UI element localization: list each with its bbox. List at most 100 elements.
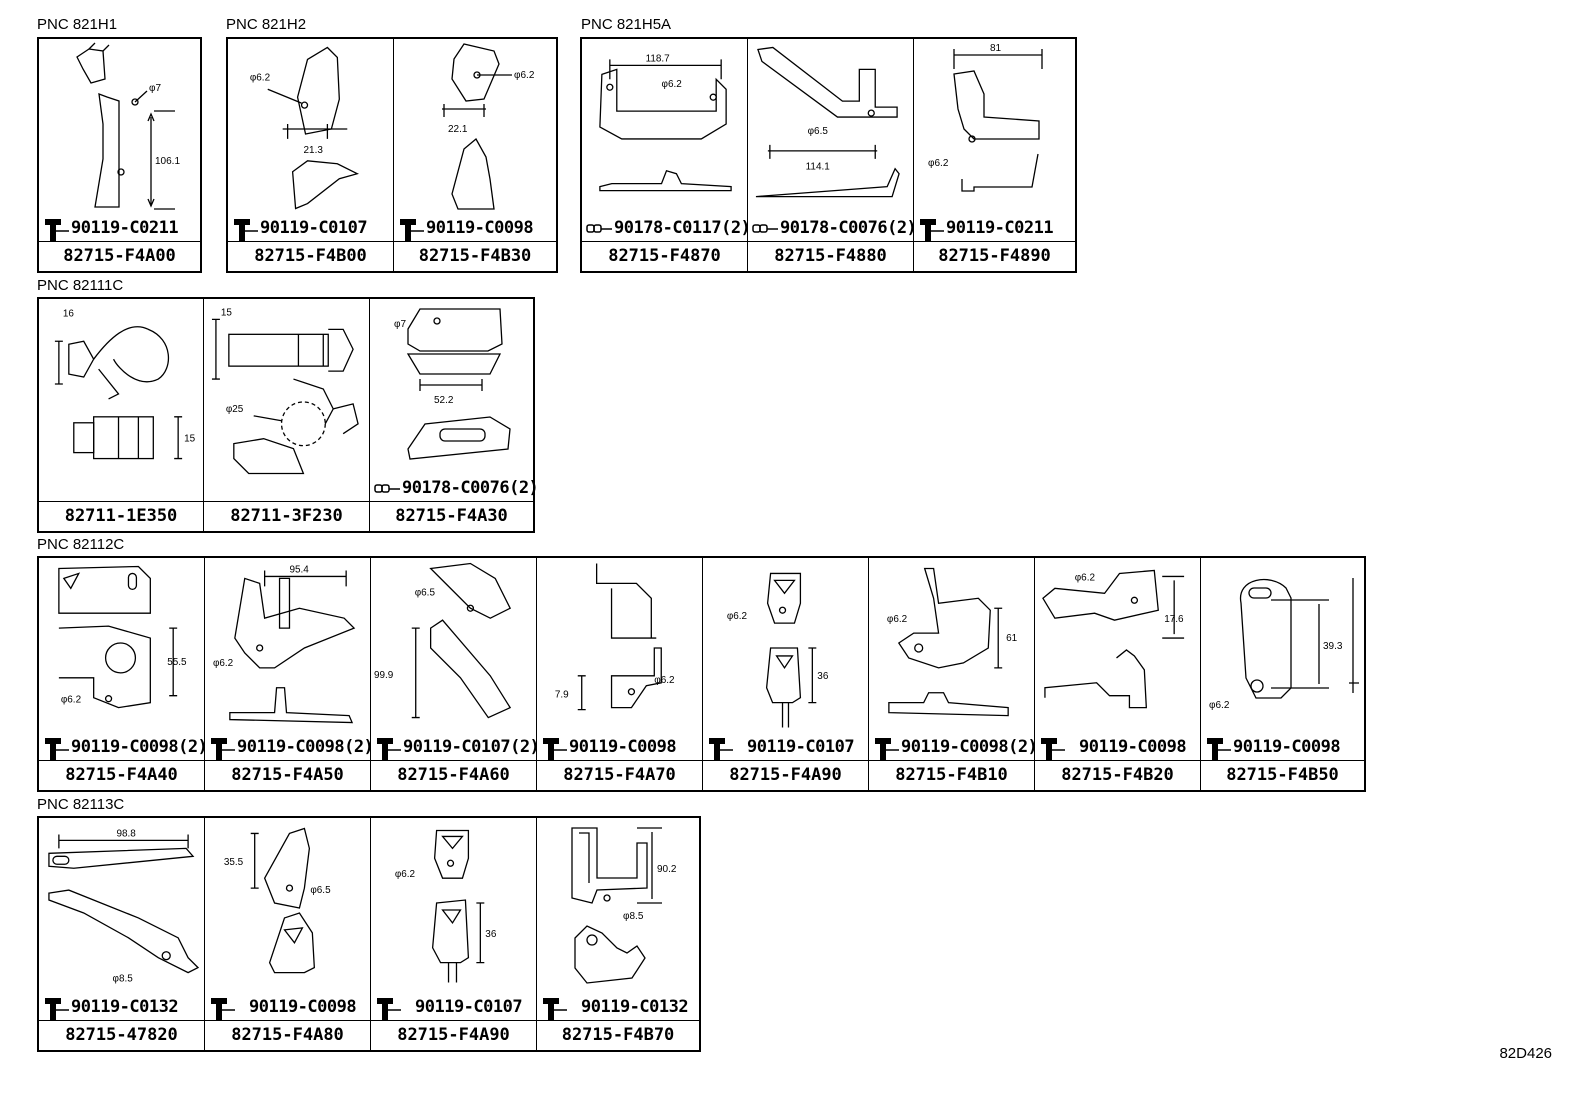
- part-number: 82715-F4B20: [1035, 760, 1200, 790]
- part-cell[interactable]: 90.2 φ8.5 90119-C0132 82715-F4B70: [537, 818, 699, 1050]
- dim-diameter: φ6.2: [250, 72, 271, 83]
- part-number: 82715-F4A90: [703, 760, 868, 790]
- part-cell[interactable]: 95.4 φ6.2 90119-C0098(2) 82715-F4A50: [205, 558, 374, 790]
- bolt-number: 90119-C0107(2): [403, 737, 540, 757]
- part-number: 82715-F4A40: [39, 760, 204, 790]
- pnc-label-821h1: PNC 821H1: [37, 16, 118, 33]
- bolt-callout: 90119-C0098: [1039, 736, 1198, 762]
- pnc-label-82112c: PNC 82112C: [37, 536, 125, 553]
- dim-diameter: φ6.2: [727, 611, 748, 622]
- dim-height: 36: [817, 671, 829, 682]
- bolt-icon: [1207, 738, 1231, 760]
- part-cell[interactable]: φ6.2 17.6 90119-C0098 82715-F4B20: [1035, 558, 1201, 790]
- part-cell[interactable]: φ6.2 36 90119-C0107 82715-F4A90: [371, 818, 537, 1050]
- bolt-icon: [45, 998, 69, 1020]
- part-cell[interactable]: 98.8 φ8.5 90119-C0132 82715-47820: [39, 818, 205, 1050]
- bolt-callout: 90119-C0098: [1205, 736, 1362, 762]
- part-cell[interactable]: 35.5 φ6.5 90119-C0098 82715-F4A80: [205, 818, 371, 1050]
- part-cell[interactable]: 15 φ25 82711-3F230: [204, 299, 370, 531]
- bolt-number: 90178-C0117(2): [614, 218, 751, 238]
- part-cell[interactable]: φ6.5 99.9 90119-C0107(2) 82715-F4A60: [371, 558, 540, 790]
- part-cell[interactable]: 118.7 φ6.2 90178-C0117(2) 82715-F4870: [582, 39, 751, 271]
- dim-diameter: φ8.5: [113, 974, 134, 985]
- bolt-icon: [543, 738, 567, 760]
- part-cell[interactable]: φ6.5 114.1 90178-C0076(2) 82715-F4880: [748, 39, 917, 271]
- dim-height: 90.2: [657, 864, 677, 875]
- part-cell[interactable]: φ6.2 61 90119-C0098(2) 82715-F4B10: [869, 558, 1038, 790]
- part-cell[interactable]: φ6.2 21.3 90119-C0107 82715-F4B00: [228, 39, 394, 271]
- pnc-label-82113c: PNC 82113C: [37, 796, 125, 813]
- bolt-number: 90119-C0098(2): [71, 737, 208, 757]
- part-cell[interactable]: φ6.2 22.1 90119-C0098 82715-F4B30: [394, 39, 556, 271]
- bolt-callout: 90119-C0098: [398, 217, 554, 243]
- dim-diameter: φ6.2: [213, 658, 234, 669]
- part-cell[interactable]: φ7 52.2 90178-C0076(2) 82715-F4A30: [370, 299, 539, 531]
- dim-diameter: φ6.2: [1075, 572, 1096, 583]
- bolt-number: 90119-C0098: [426, 218, 534, 238]
- bolt-number: 90119-C0132: [581, 997, 689, 1017]
- dim-diameter: φ8.5: [623, 911, 644, 922]
- dim-diameter: φ25: [226, 404, 244, 415]
- part-number: 82715-F4A00: [39, 241, 200, 271]
- bolt-icon: [211, 738, 235, 760]
- part-number: 82715-F4B00: [228, 241, 393, 271]
- bolt-number: 90119-C0098(2): [237, 737, 374, 757]
- bolt-number: 90119-C0098: [1079, 737, 1187, 757]
- part-number: 82715-F4870: [582, 241, 747, 271]
- bolt-callout: 90119-C0132: [541, 996, 697, 1022]
- clip-icon: [374, 484, 400, 493]
- bracket-drawing: φ6.2 22.1: [442, 43, 535, 210]
- clamp-drawing: 16 15: [54, 308, 196, 460]
- dim-width: 98.8: [117, 828, 137, 839]
- bolt-number: 90178-C0076(2): [780, 218, 917, 238]
- bolt-callout: 90119-C0107: [232, 217, 391, 243]
- dim-height: 99.9: [374, 670, 394, 681]
- bolt-callout: 90178-C0076(2): [374, 477, 539, 503]
- dim-diameter: φ6.2: [662, 79, 683, 90]
- bolt-icon: [920, 219, 944, 241]
- dim-width: 22.1: [448, 124, 468, 135]
- dim-diameter: φ7: [149, 83, 161, 94]
- dim-width: 81: [990, 43, 1002, 54]
- bolt-icon: [45, 219, 69, 241]
- bolt-icon: [377, 738, 401, 760]
- bolt-icon: [234, 219, 258, 241]
- bolt-callout: 90119-C0098(2): [873, 736, 1038, 762]
- dim-height: 15: [221, 307, 233, 318]
- bracket-drawing: φ7 106.1: [76, 42, 180, 210]
- part-number: 82715-F4890: [914, 241, 1075, 271]
- part-cell[interactable]: φ6.2 36 90119-C0107 82715-F4A90: [703, 558, 869, 790]
- dim-height: 61: [1006, 633, 1018, 644]
- part-number: 82715-F4A30: [370, 501, 533, 531]
- part-cell[interactable]: 16 15 82711-1E350: [39, 299, 204, 531]
- dim-length: 106.1: [155, 156, 180, 167]
- bolt-callout: 90119-C0107: [375, 996, 534, 1022]
- bracket-drawing: 95.4 φ6.2: [213, 564, 356, 724]
- bracket-drawing: φ6.5 114.1: [755, 46, 900, 198]
- dim-diameter: φ6.5: [310, 885, 331, 896]
- bolt-number: 90119-C0098: [1233, 737, 1341, 757]
- bracket-drawing: 35.5 φ6.5: [224, 827, 331, 974]
- group-82112c: 55.5 φ6.2 90119-C0098(2) 82715-F4A40 95.…: [37, 556, 1366, 792]
- group-821h1: φ7 106.1 90119-C0211 82715-F4A00: [37, 37, 202, 273]
- group-82111c: 16 15 82711-1E350 15 φ25 82711-3F230: [37, 297, 539, 533]
- part-cell[interactable]: 55.5 φ6.2 90119-C0098(2) 82715-F4A40: [39, 558, 208, 790]
- part-cell[interactable]: 39.3 φ6.2 90119-C0098 82715-F4B50: [1201, 558, 1364, 790]
- part-cell[interactable]: φ7 106.1 90119-C0211 82715-F4A00: [39, 39, 200, 271]
- dim-diameter: φ6.5: [808, 126, 829, 137]
- bracket-drawing: 98.8 φ8.5: [48, 828, 200, 985]
- bolt-number: 90119-C0098: [249, 997, 357, 1017]
- bolt-number: 90119-C0211: [71, 218, 179, 238]
- bolt-callout: 90119-C0107: [707, 736, 866, 762]
- bolt-icon: [377, 998, 401, 1020]
- bolt-callout: 90119-C0211: [918, 217, 1073, 243]
- dim-height-bottom: 15: [184, 434, 196, 445]
- part-cell[interactable]: 81 φ6.2 90119-C0211 82715-F4890: [914, 39, 1075, 271]
- part-cell[interactable]: φ6.2 7.9 90119-C0098 82715-F4A70: [537, 558, 703, 790]
- part-number: 82715-F4A50: [205, 760, 370, 790]
- bracket-drawing: 90.2 φ8.5: [571, 827, 677, 984]
- bolt-callout: 90119-C0107(2): [375, 736, 540, 762]
- dim-diameter: φ6.2: [928, 158, 949, 169]
- bolt-callout: 90178-C0076(2): [752, 217, 917, 243]
- bolt-callout: 90178-C0117(2): [586, 217, 751, 243]
